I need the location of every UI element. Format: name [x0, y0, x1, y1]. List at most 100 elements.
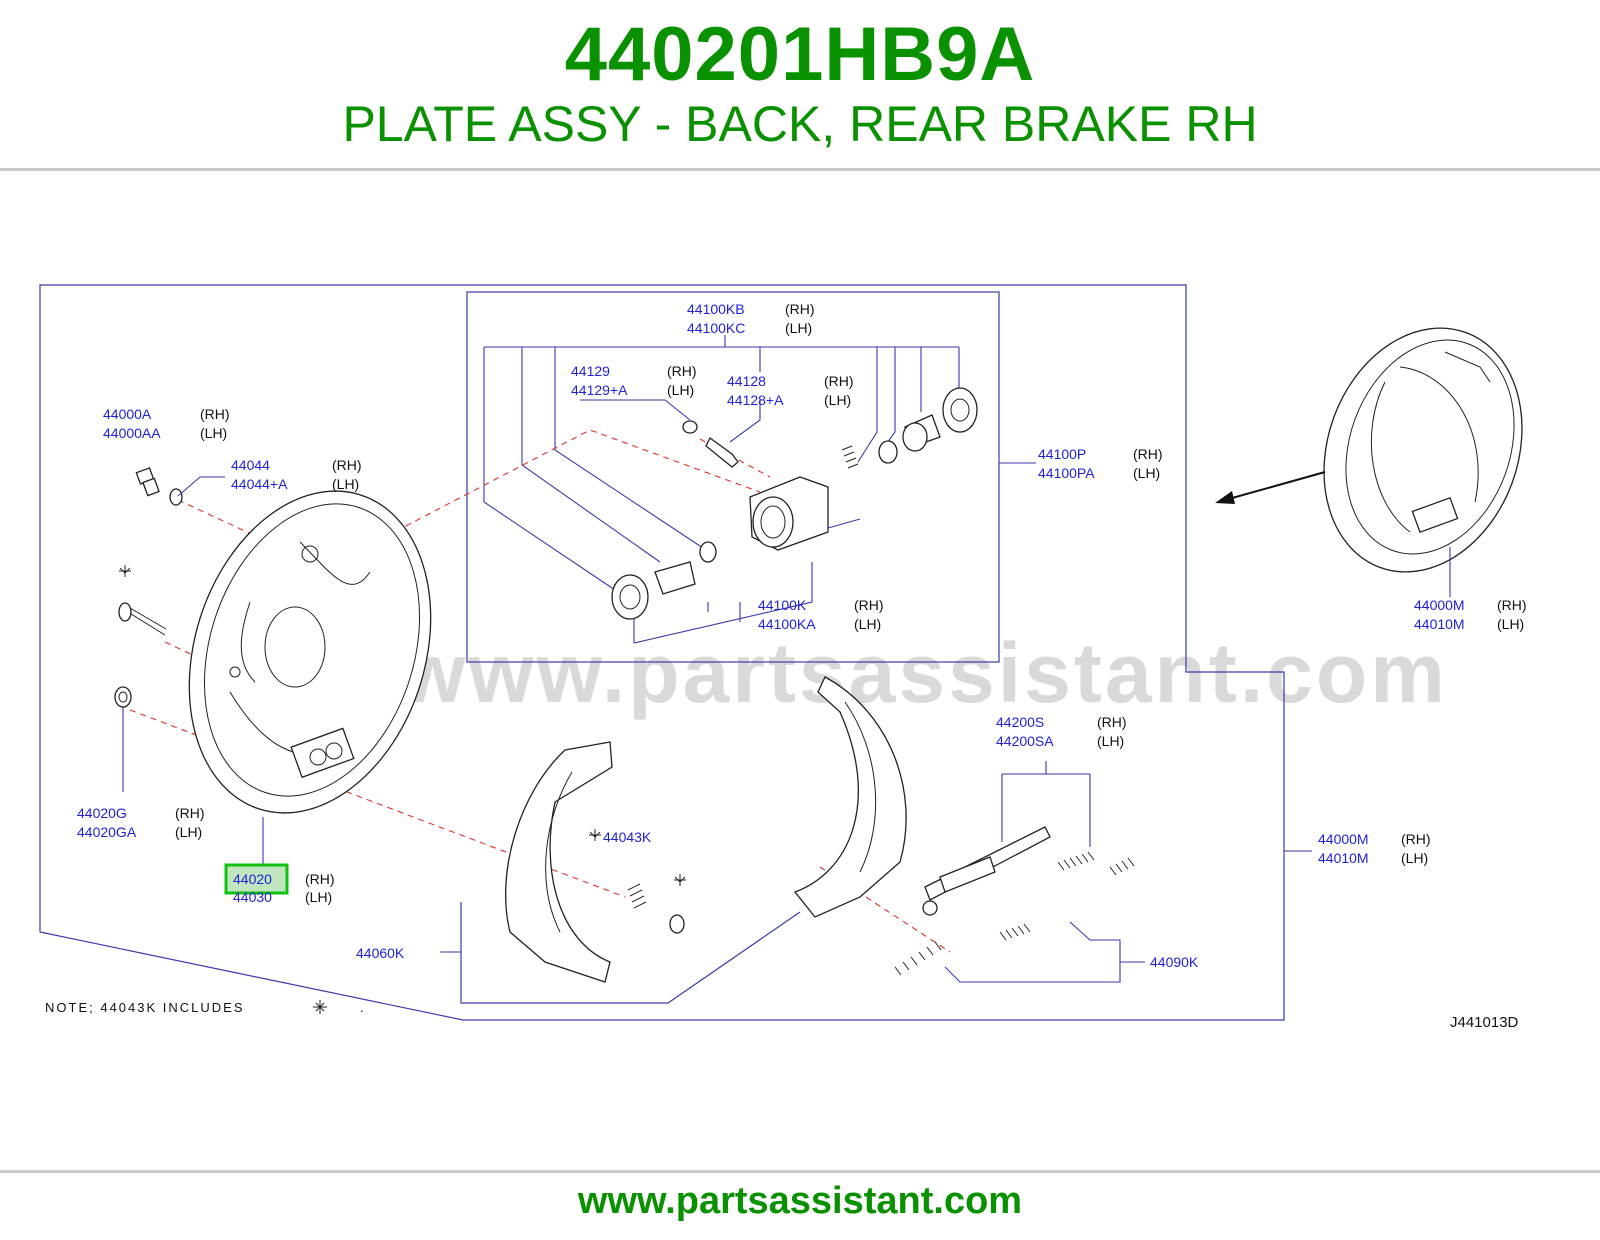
callout-44128: 44128 44128+A (RH) (LH) [727, 373, 854, 408]
diagram-reference-code: J441013D [1450, 1014, 1519, 1031]
grommet-illustration [114, 686, 132, 708]
callout-side: (RH) [200, 406, 230, 422]
callout-44090k: 44090K [1150, 954, 1199, 970]
callout-side: (RH) [1133, 446, 1163, 462]
washer-illustration [169, 488, 183, 506]
callout-part-number: 44200S [996, 714, 1044, 730]
callout-side: (LH) [1133, 465, 1160, 481]
callout-side: (LH) [332, 476, 359, 492]
callout-part-number: 44100KB [687, 301, 745, 317]
callout-side: (LH) [175, 824, 202, 840]
callout-44043k: 44043K [603, 829, 652, 845]
callout-side: (RH) [1401, 831, 1431, 847]
callout-44020-highlighted[interactable]: 44020 44030 (RH) (LH) [224, 863, 335, 905]
callout-part-number: 44129 [571, 363, 610, 379]
assembled-view-arrow [1224, 471, 1326, 501]
callout-part-number: 44000M [1414, 597, 1465, 613]
callout-side: (RH) [1097, 714, 1127, 730]
callout-side: (LH) [305, 889, 332, 905]
callout-44200s: 44200S 44200SA (RH) (LH) [996, 714, 1127, 749]
callout-44129: 44129 44129+A (RH) (LH) [571, 363, 697, 398]
part-number-title: 440201HB9A [564, 12, 1036, 97]
arrowhead-icon [1215, 491, 1235, 504]
note-tail: . [360, 1000, 366, 1015]
assembled-brake-view-illustration [1323, 327, 1523, 573]
brake-shoe-right-illustration [793, 676, 907, 918]
callout-side: (LH) [667, 382, 694, 398]
label-leaders [122, 476, 1451, 983]
callout-side: (LH) [854, 616, 881, 632]
callout-side: (LH) [1497, 616, 1524, 632]
callout-side: (LH) [200, 425, 227, 441]
callout-part-number: 44100KC [687, 320, 745, 336]
callout-44000a: 44000A 44000AA (RH) (LH) [103, 406, 230, 441]
callout-part-number: 44100KA [758, 616, 816, 632]
wheel-cylinder-group-box [466, 291, 1000, 663]
callout-side: (RH) [824, 373, 854, 389]
header-divider [0, 168, 1600, 171]
callout-side: (RH) [332, 457, 362, 473]
callout-part-number: 44010M [1318, 850, 1369, 866]
callout-side: (RH) [305, 871, 335, 887]
callout-44000m-side: 44000M 44010M (RH) (LH) [1318, 831, 1431, 866]
callout-44000m-top: 44000M 44010M (RH) (LH) [1414, 597, 1527, 632]
callout-44060k: 44060K [356, 945, 405, 961]
wheel-cylinder-illustration [749, 476, 829, 551]
brake-shoe-left-illustration [504, 741, 613, 983]
page-header: 440201HB9A PLATE ASSY - BACK, REAR BRAKE… [0, 0, 1600, 170]
callout-side: (LH) [785, 320, 812, 336]
callout-part-number: 44000AA [103, 425, 161, 441]
selected-part-number[interactable]: 44020 [233, 871, 272, 887]
callout-side: (LH) [1097, 733, 1124, 749]
callout-side: (RH) [854, 597, 884, 613]
callout-part-number: 44000A [103, 406, 152, 422]
part-description: PLATE ASSY - BACK, REAR BRAKE RH [342, 96, 1258, 152]
back-plate-illustration [188, 490, 432, 814]
callout-part-number: 44044+A [231, 476, 288, 492]
callout-part-number: 44090K [1150, 954, 1199, 970]
parts-diagram: www.partsassistant.com [0, 272, 1600, 1072]
callout-part-number: 44128+A [727, 392, 784, 408]
callout-part-number: 44100PA [1038, 465, 1095, 481]
footer-divider [0, 1170, 1600, 1173]
callout-part-number: 44043K [603, 829, 652, 845]
callout-part-number: 44200SA [996, 733, 1054, 749]
watermark-text: www.partsassistant.com [399, 626, 1448, 720]
callout-side: (RH) [1497, 597, 1527, 613]
callout-44100kb: 44100KB 44100KC (RH) (LH) [687, 301, 815, 336]
callout-side: (RH) [785, 301, 815, 317]
callout-44100k: 44100K 44100KA (RH) (LH) [758, 597, 884, 632]
callout-part-number: 44060K [356, 945, 405, 961]
callout-part-number: 44128 [727, 373, 766, 389]
assembly-outline [39, 284, 1285, 1021]
bolt-illustration [135, 467, 160, 497]
callout-part-number: 44020GA [77, 824, 137, 840]
adjuster-spring-illustration [589, 829, 686, 934]
callout-side: (LH) [824, 392, 851, 408]
adjuster-assembly-illustration [922, 826, 1051, 916]
asterisk-symbol-icon [313, 1000, 327, 1014]
callout-44020g: 44020G 44020GA (RH) (LH) [77, 805, 205, 840]
callout-part-number: 44000M [1318, 831, 1369, 847]
diagram-note: NOTE; 44043K INCLUDES . [45, 1000, 366, 1015]
selected-part-highlight[interactable] [224, 863, 289, 895]
callout-44044: 44044 44044+A (RH) (LH) [231, 457, 362, 492]
callout-part-number: 44030 [233, 889, 272, 905]
hold-down-pin-illustration [118, 565, 167, 636]
footer-website-link[interactable]: www.partsassistant.com [577, 1180, 1023, 1222]
callout-side: (RH) [667, 363, 697, 379]
callout-part-number: 44129+A [571, 382, 628, 398]
piston-cup-illustrations [611, 387, 978, 620]
callout-side: (LH) [1401, 850, 1428, 866]
note-text: NOTE; 44043K INCLUDES [45, 1000, 245, 1015]
bleeder-screw-illustration [682, 420, 739, 468]
callout-part-number: 44020G [77, 805, 127, 821]
callout-part-number: 44010M [1414, 616, 1465, 632]
callout-part-number: 44100K [758, 597, 807, 613]
exploded-view-diagram: www.partsassistant.com [39, 284, 1527, 1031]
callout-part-number: 44044 [231, 457, 270, 473]
callout-part-number: 44100P [1038, 446, 1086, 462]
callout-44100p: 44100P 44100PA (RH) (LH) [1038, 446, 1163, 481]
return-springs-illustration [894, 851, 1135, 976]
callout-side: (RH) [175, 805, 205, 821]
